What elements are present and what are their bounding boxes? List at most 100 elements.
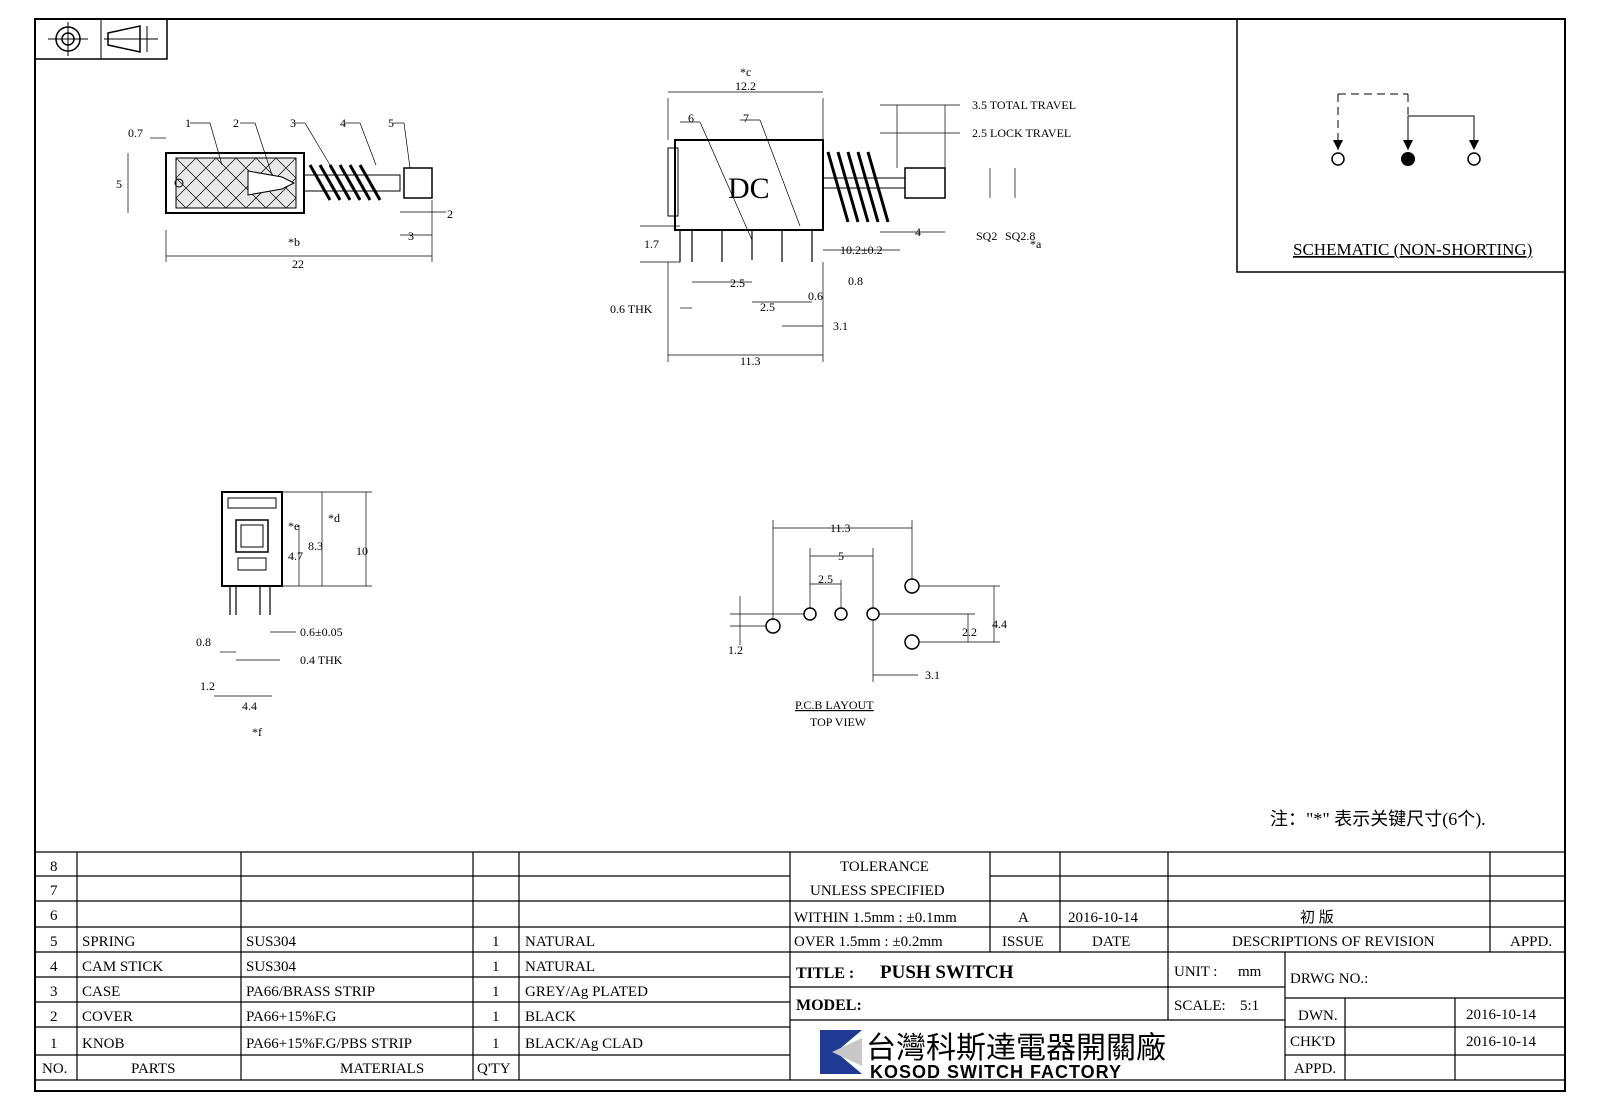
tolerance-line-4: OVER 1.5mm : ±0.2mm (794, 934, 943, 950)
parts-cell-material: PA66+15%F.G (246, 1009, 337, 1025)
end-dim-10: 10 (356, 544, 368, 558)
parts-cell-part: CASE (82, 984, 120, 1000)
appd-label: APPD. (1294, 1061, 1336, 1077)
header-materials: MATERIALS (340, 1061, 424, 1077)
end-view (214, 491, 372, 697)
side-dim-0-7: 0.7 (128, 126, 143, 140)
front-dim-1-7: 1.7 (644, 237, 659, 251)
parts-cell-part: SPRING (82, 934, 136, 950)
revision-header-issue: ISSUE (1002, 934, 1044, 950)
key-dimension-note: 注："*" 表示关键尺寸(6个). (1270, 809, 1486, 830)
parts-cell-qty: 1 (492, 984, 500, 1000)
parts-cell-finish: BLACK (525, 1009, 576, 1025)
end-dim-e: *e (288, 519, 299, 533)
front-dim-11-3: 11.3 (740, 354, 761, 368)
parts-cell-qty: 1 (492, 1036, 500, 1052)
parts-cell-no: 8 (50, 859, 58, 875)
end-dim-0-8: 0.8 (196, 635, 211, 649)
revision-date: 2016-10-14 (1068, 910, 1138, 926)
parts-cell-finish: NATURAL (525, 934, 595, 950)
company-name-cn: 台灣科斯達電器開關廠 (866, 1031, 1166, 1066)
scale-value: 5:1 (1240, 998, 1259, 1014)
side-part-3: 3 (290, 116, 296, 130)
parts-cell-no: 3 (50, 984, 58, 1000)
side-dim-2: 2 (447, 207, 453, 221)
revision-header-appd: APPD. (1510, 934, 1552, 950)
unit-value: mm (1238, 964, 1262, 980)
pcb-dim-1-2: 1.2 (728, 643, 743, 657)
parts-cell-material: SUS304 (246, 934, 297, 950)
front-dim-total-travel: 3.5 TOTAL TRAVEL (972, 98, 1076, 112)
pcb-dim-5: 5 (838, 549, 844, 563)
front-part-6: 6 (688, 111, 694, 125)
parts-cell-part: KNOB (82, 1036, 125, 1052)
side-dim-22: 22 (292, 257, 304, 271)
front-dim-0-6: 0.6 (808, 289, 823, 303)
end-dim-0-6: 0.6±0.05 (300, 625, 343, 639)
parts-cell-finish: BLACK/Ag CLAD (525, 1036, 643, 1052)
revision-header-desc: DESCRIPTIONS OF REVISION (1232, 934, 1435, 950)
projection-symbol-icon (34, 18, 168, 60)
parts-cell-qty: 1 (492, 1009, 500, 1025)
schematic-title: SCHEMATIC (NON-SHORTING) (1293, 240, 1532, 259)
end-dim-d: *d (328, 511, 340, 525)
parts-cell-material: PA66/BRASS STRIP (246, 984, 375, 1000)
parts-cell-finish: NATURAL (525, 959, 595, 975)
end-dim-f: *f (252, 725, 262, 739)
pcb-layout (730, 520, 1000, 682)
pcb-dim-2-2: 2.2 (962, 625, 977, 639)
title-value: PUSH SWITCH (880, 962, 1014, 983)
parts-cell-no: 5 (50, 934, 58, 950)
unit-label: UNIT : (1174, 964, 1217, 980)
end-dim-4-7: 4.7 (288, 549, 303, 563)
dwn-date: 2016-10-14 (1466, 1007, 1536, 1023)
side-part-1: 1 (185, 116, 191, 130)
end-dim-4-4: 4.4 (242, 699, 257, 713)
revision-header-date: DATE (1092, 934, 1130, 950)
parts-cell-no: 1 (50, 1036, 58, 1052)
parts-cell-material: SUS304 (246, 959, 297, 975)
front-part-7: 7 (743, 111, 749, 125)
company-logo-icon (820, 1030, 862, 1074)
revision-issue: A (1018, 910, 1029, 926)
end-dim-8-3: 8.3 (308, 539, 323, 553)
end-dim-1-2: 1.2 (200, 679, 215, 693)
parts-table-grid (35, 851, 1565, 1081)
front-dim-2-5a: 2.5 (730, 276, 745, 290)
pcb-dim-3-1: 3.1 (925, 668, 940, 682)
side-dim-5: 5 (116, 177, 122, 191)
chkd-date: 2016-10-14 (1466, 1034, 1536, 1050)
parts-cell-no: 7 (50, 883, 58, 899)
header-qty: Q'TY (477, 1061, 511, 1077)
pcb-dim-4-4: 4.4 (992, 617, 1007, 631)
front-dim-sq2-8: SQ2.8 (1005, 229, 1035, 243)
side-dim-3: 3 (408, 229, 414, 243)
tolerance-line-2: UNLESS SPECIFIED (810, 883, 945, 899)
header-parts: PARTS (131, 1061, 175, 1077)
end-dim-0-4: 0.4 THK (300, 653, 343, 667)
front-dim-lock-travel: 2.5 LOCK TRAVEL (972, 126, 1071, 140)
pcb-title: P.C.B LAYOUT (795, 698, 874, 712)
side-part-5: 5 (388, 116, 394, 130)
title-label: TITLE : (796, 965, 854, 982)
company-name-en: KOSOD SWITCH FACTORY (870, 1062, 1122, 1082)
schematic (1236, 18, 1566, 273)
header-no: NO. (42, 1061, 67, 1077)
parts-cell-no: 2 (50, 1009, 58, 1025)
scale-label: SCALE: (1174, 998, 1226, 1014)
side-view (127, 122, 446, 262)
side-dim-b: *b (288, 235, 300, 249)
front-dc-label: DC (728, 172, 770, 205)
front-dim-3-1: 3.1 (833, 319, 848, 333)
parts-cell-part: CAM STICK (82, 959, 163, 975)
parts-cell-qty: 1 (492, 959, 500, 975)
parts-cell-no: 6 (50, 908, 58, 924)
front-dim-10-2: 10.2±0.2 (840, 243, 883, 257)
front-dim-sq2: SQ2 (976, 229, 997, 243)
dwn-label: DWN. (1298, 1008, 1338, 1024)
drwg-no-label: DRWG NO.: (1290, 971, 1368, 987)
front-dim-2-5b: 2.5 (760, 300, 775, 314)
front-dim-thk: 0.6 THK (610, 302, 653, 316)
tolerance-line-3: WITHIN 1.5mm : ±0.1mm (794, 910, 957, 926)
front-view (640, 91, 1016, 362)
